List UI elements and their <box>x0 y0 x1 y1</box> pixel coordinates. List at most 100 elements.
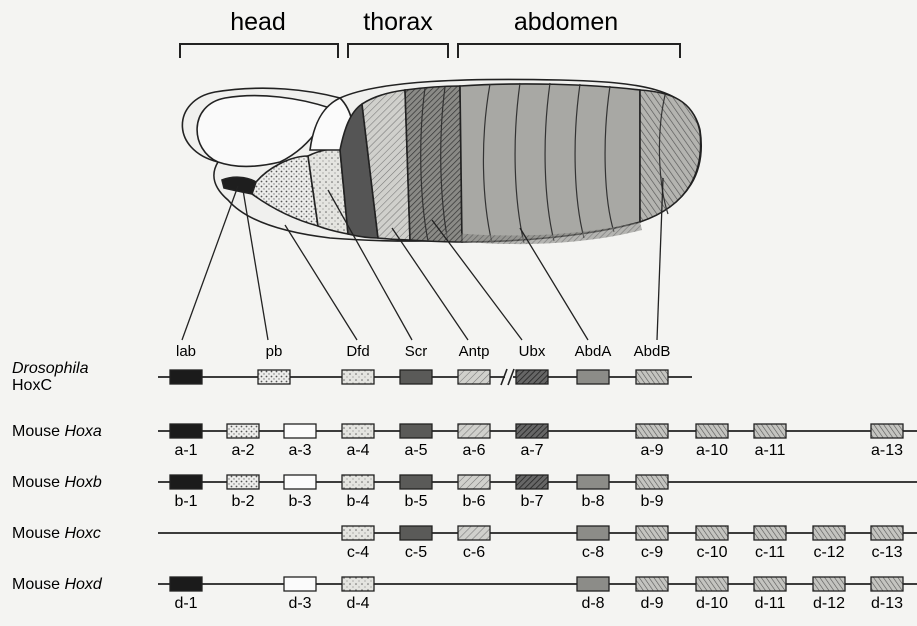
gene-label-b-2: b-2 <box>231 493 254 510</box>
gene-d-13 <box>871 577 903 591</box>
thorax-bracket <box>348 44 448 58</box>
gene-label-b-1: b-1 <box>174 493 197 510</box>
gene-b-9 <box>636 475 668 489</box>
gene-label-c-6: c-6 <box>463 544 485 561</box>
gene-b-4 <box>342 475 374 489</box>
gene-label-a-1: a-1 <box>174 442 197 459</box>
gene-label-c-11: c-11 <box>755 544 785 561</box>
gene-label-abdb: AbdB <box>634 343 671 360</box>
gene-b-3 <box>284 475 316 489</box>
leader-abda <box>520 228 588 340</box>
gene-c-8 <box>577 526 609 540</box>
gene-label-c-12: c-12 <box>813 544 844 561</box>
gene-label-a-4: a-4 <box>346 442 369 459</box>
gene-b-7 <box>516 475 548 489</box>
gene-d-12 <box>813 577 845 591</box>
gene-a-9 <box>636 424 668 438</box>
gene-b-5 <box>400 475 432 489</box>
gene-label-c-8: c-8 <box>582 544 604 561</box>
abdb-segment <box>640 90 701 222</box>
gene-label-d-8: d-8 <box>581 595 604 612</box>
gene-label-b-7: b-7 <box>520 493 543 510</box>
head-bracket <box>180 44 338 58</box>
gene-a-6 <box>458 424 490 438</box>
mouse-hoxb-row-label: Mouse Hoxb <box>12 474 102 491</box>
gene-label-d-3: d-3 <box>288 595 311 612</box>
gene-label-d-12: d-12 <box>813 595 845 612</box>
gene-label-b-9: b-9 <box>640 493 663 510</box>
gene-d-11 <box>754 577 786 591</box>
gene-label-b-4: b-4 <box>346 493 369 510</box>
leader-lab <box>182 186 238 340</box>
gene-label-dfd: Dfd <box>346 343 369 360</box>
gene-label-lab: lab <box>176 343 196 360</box>
gene-c-9 <box>636 526 668 540</box>
leader-dfd <box>285 225 357 340</box>
mouse-hoxd-row: Mouse Hoxdd-1d-3d-4d-8d-9d-10d-11d-12d-1… <box>12 576 917 612</box>
gene-c-11 <box>754 526 786 540</box>
gene-ubx <box>516 370 548 384</box>
gene-a-13 <box>871 424 903 438</box>
gene-d-10 <box>696 577 728 591</box>
mouse-hoxb-row: Mouse Hoxb b-1 b-2 b-3 b-4 b-5 b-6 b-7 b-8 b-9 <box>12 474 917 510</box>
gene-label-a-7: a-7 <box>520 442 543 459</box>
gene-a-1 <box>170 424 202 438</box>
gene-label-c-9: c-9 <box>641 544 663 561</box>
hoxc-row-label: HoxC <box>12 377 52 394</box>
mouse-hoxd-row-label: Mouse Hoxd <box>12 576 103 593</box>
gene-label-d-13: d-13 <box>871 595 903 612</box>
gene-label-a-10: a-10 <box>696 442 728 459</box>
gene-label-a-2: a-2 <box>231 442 254 459</box>
gene-c-4 <box>342 526 374 540</box>
ubx-segment <box>405 86 462 242</box>
gene-label-b-8: b-8 <box>581 493 604 510</box>
gene-a-10 <box>696 424 728 438</box>
gene-abda <box>577 370 609 384</box>
gene-label-b-5: b-5 <box>404 493 427 510</box>
gene-b-8 <box>577 475 609 489</box>
gene-label-d-1: d-1 <box>174 595 197 612</box>
gene-a-3 <box>284 424 316 438</box>
gene-label-abda: AbdA <box>575 343 612 360</box>
gene-label-a-6: a-6 <box>462 442 485 459</box>
gene-scr <box>400 370 432 384</box>
leader-antp <box>392 228 468 340</box>
region-brackets <box>180 44 680 58</box>
gene-label-antp: Antp <box>459 343 490 360</box>
gene-d-9 <box>636 577 668 591</box>
gene-c-5 <box>400 526 432 540</box>
gene-a-5 <box>400 424 432 438</box>
gene-label-b-6: b-6 <box>462 493 485 510</box>
mouse-hoxa-row-label: Mouse Hoxa <box>12 423 102 440</box>
gene-a-7 <box>516 424 548 438</box>
region-label-abdomen: abdomen <box>514 8 618 36</box>
gene-a-4 <box>342 424 374 438</box>
region-labels: head thorax abdomen <box>230 8 618 36</box>
gene-label-pb: pb <box>266 343 283 360</box>
gene-label-c-4: c-4 <box>347 544 369 561</box>
gene-label-d-10: d-10 <box>696 595 728 612</box>
abdomen-bracket <box>458 44 680 58</box>
gene-label-a-13: a-13 <box>871 442 903 459</box>
gene-dfd <box>342 370 374 384</box>
gene-c-10 <box>696 526 728 540</box>
gene-label-c-10: c-10 <box>696 544 727 561</box>
gene-abdb <box>636 370 668 384</box>
gene-c-12 <box>813 526 845 540</box>
gene-label-a-3: a-3 <box>288 442 311 459</box>
gene-a-11 <box>754 424 786 438</box>
gene-antp <box>458 370 490 384</box>
gene-label-a-9: a-9 <box>640 442 663 459</box>
gene-pb <box>258 370 290 384</box>
gene-label-b-3: b-3 <box>288 493 311 510</box>
gene-label-d-4: d-4 <box>346 595 369 612</box>
gene-lab <box>170 370 202 384</box>
gene-d-4 <box>342 577 374 591</box>
gene-label-c-13: c-13 <box>871 544 902 561</box>
gene-d-8 <box>577 577 609 591</box>
gene-d-1 <box>170 577 202 591</box>
gene-c-13 <box>871 526 903 540</box>
